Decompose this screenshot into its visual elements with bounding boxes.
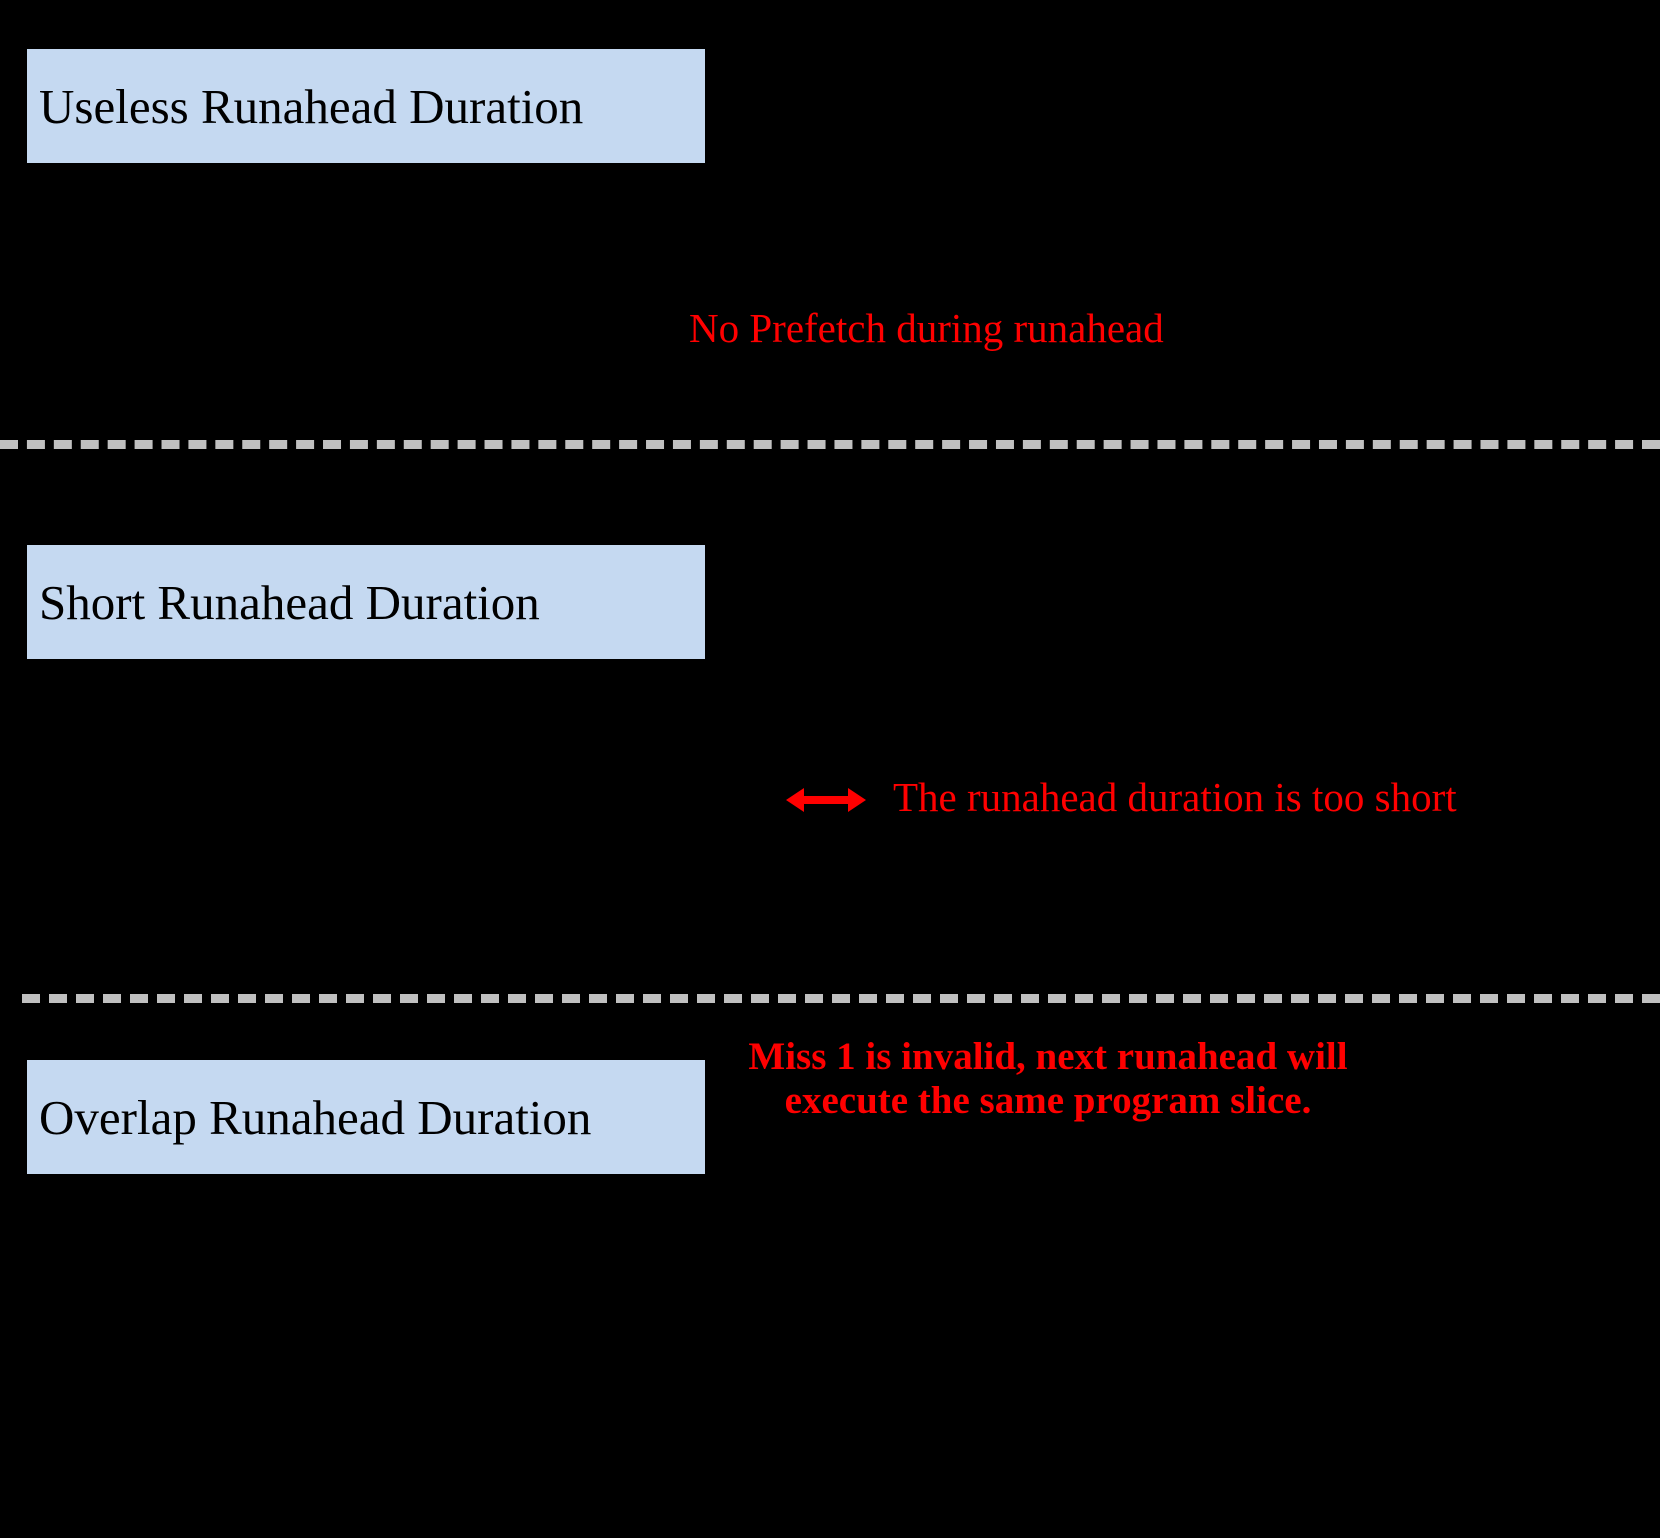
label-box-useless-runahead-duration: Useless Runahead Duration xyxy=(27,49,705,163)
section-divider-top xyxy=(0,440,1660,449)
annotation-miss-1-invalid-line-1: Miss 1 is invalid, next runahead will xyxy=(748,1035,1348,1078)
label-box-short-text: Short Runahead Duration xyxy=(39,574,540,630)
annotation-runahead-duration-too-short: The runahead duration is too short xyxy=(893,774,1457,820)
label-box-short-runahead-duration: Short Runahead Duration xyxy=(27,545,705,659)
label-box-overlap-runahead-duration: Overlap Runahead Duration xyxy=(27,1060,705,1174)
double-headed-arrow-icon xyxy=(786,788,866,812)
section-divider-bottom xyxy=(22,994,1660,1003)
label-box-overlap-text: Overlap Runahead Duration xyxy=(39,1089,592,1145)
annotation-miss-1-invalid: Miss 1 is invalid, next runahead will ex… xyxy=(718,1035,1378,1122)
annotation-miss-1-invalid-line-2: execute the same program slice. xyxy=(784,1078,1312,1122)
label-box-useless-text: Useless Runahead Duration xyxy=(39,78,584,134)
annotation-no-prefetch-during-runahead: No Prefetch during runahead xyxy=(689,305,1164,351)
